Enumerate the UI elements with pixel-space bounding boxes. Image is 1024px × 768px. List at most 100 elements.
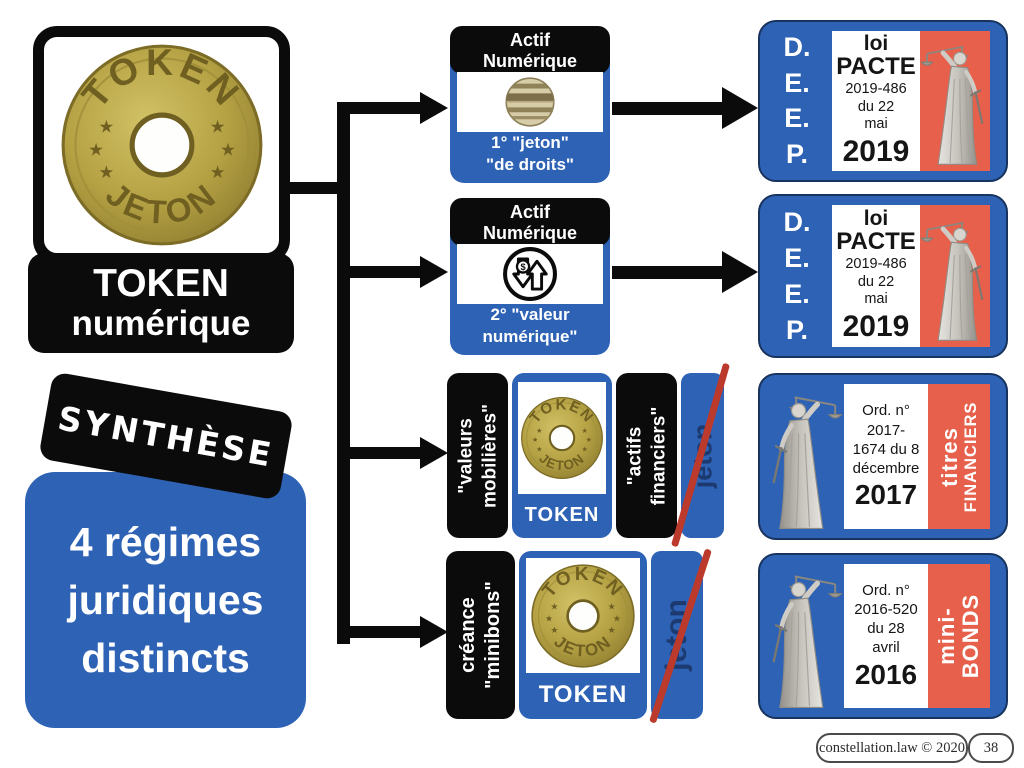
token-coin-image (530, 563, 636, 669)
law-line: Ord. n° (862, 402, 910, 420)
arrowhead-branch-3 (420, 437, 448, 469)
token-title-box: TOKEN numérique (28, 253, 294, 353)
ordonnance-panel-4: Ord. n° 2016-520 du 28 avril 2016 (844, 564, 928, 708)
actif-numerique-box-1: Actif Numérique 1° "jeton" "de droits" (450, 26, 610, 183)
valeur-numerique-label: 2° "valeur numérique" (450, 300, 610, 355)
ordonnance-panel-3: Ord. n° 2017- 1674 du 8 décembre 2017 (844, 384, 928, 529)
deep-letter: D. (783, 32, 811, 63)
vlabel-line: créance (456, 597, 479, 673)
justice-blue-panel-4 (765, 561, 843, 713)
deep-letter: E. (784, 103, 810, 134)
law-year: 2017 (854, 479, 918, 511)
law-line: avril (872, 639, 900, 657)
lady-justice-statue-icon (920, 33, 990, 171)
token-card-4-photo (526, 558, 640, 673)
footer-line: "de droits" (486, 155, 574, 175)
law-line: 2019-486 (845, 255, 907, 272)
justice-blue-panel-3 (765, 381, 843, 534)
deep-acronym: D. E. E. P. (760, 196, 834, 356)
vlabel-line: "minibons" (481, 581, 504, 689)
exchange-panel (457, 244, 603, 304)
law-line: du 22 (857, 98, 895, 115)
coin-edge-panel (457, 72, 603, 132)
token-card-3: TOKEN (512, 373, 612, 538)
coin-edge-icon (503, 75, 557, 129)
regimes-line-2: juridiques (67, 576, 264, 623)
lady-justice-statue-icon (765, 384, 843, 534)
vlabel-line: "actifs (623, 426, 645, 485)
law-line: du 28 (867, 620, 905, 638)
jeton-de-droits-label: 1° "jeton" "de droits" (450, 128, 610, 183)
actif-numerique-header-2: Actif Numérique (450, 198, 610, 246)
currency-exchange-icon (501, 245, 559, 303)
site-credit-pill: constellation.law © 2020 (816, 733, 968, 763)
connector-feeder (288, 182, 346, 194)
header-line: Numérique (482, 51, 578, 72)
title-line-2: numérique (71, 304, 251, 344)
arrowhead-branch-2 (420, 256, 448, 288)
law-line: Ord. n° (862, 581, 910, 599)
token-coin-image (59, 42, 265, 248)
valeurs-mobilieres-label: "valeurs mobilières" (447, 373, 508, 538)
page-number-pill: 38 (968, 733, 1014, 763)
law-line: mai (864, 116, 888, 133)
lady-justice-statue-icon (765, 563, 843, 713)
law-line: 2016-520 (854, 601, 918, 619)
regimes-line-3: distincts (81, 635, 250, 682)
deep-letter: P. (785, 138, 809, 169)
deep-letter: D. (783, 206, 811, 237)
side-label-line: BONDS (958, 593, 983, 679)
title-line-1: TOKEN (93, 262, 229, 306)
titres-financiers-red-panel: titres FINANCIERS (928, 384, 990, 529)
deep-loi-pacte-box-1: D. E. E. P. loi PACTE 2019-486 du 22 mai… (758, 20, 1008, 182)
law-line: loi (863, 31, 889, 55)
law-year: 2016 (854, 658, 918, 690)
mini-bonds-red-panel: mini- BONDS (928, 564, 990, 708)
mini-bonds-box: Ord. n° 2016-520 du 28 avril 2016 mini- … (758, 553, 1008, 719)
connector-branch-4 (345, 626, 422, 638)
vlabel-line: mobilières" (478, 403, 500, 508)
loi-pacte-panel-2: loi PACTE 2019-486 du 22 mai 2019 (832, 205, 920, 347)
side-label-line: mini- (933, 607, 959, 665)
loi-pacte-panel-1: loi PACTE 2019-486 du 22 mai 2019 (832, 31, 920, 171)
law-line: 2019-486 (845, 80, 907, 97)
side-label-line: titres (936, 426, 962, 487)
deep-acronym: D. E. E. P. (760, 22, 834, 180)
deep-letter: E. (784, 278, 810, 309)
arrowhead-to-deep-1 (722, 87, 758, 129)
arrowhead-branch-4 (420, 616, 448, 648)
vlabel-line: "valeurs (454, 417, 476, 494)
header-line: Numérique (482, 223, 578, 244)
four-regimes-box: 4 régimes juridiques distincts (25, 472, 306, 728)
valeurs-mobilieres-text: "valeurs mobilières" (454, 373, 502, 538)
side-label-line: FINANCIERS (962, 401, 981, 512)
law-line: mai (864, 291, 888, 308)
footer-line: 2° "valeur (490, 305, 570, 324)
token-photo-frame (33, 26, 290, 264)
deep-letter: E. (784, 67, 810, 98)
actif-numerique-header-1: Actif Numérique (450, 26, 610, 74)
creance-minibons-text: créance "minibons" (456, 551, 506, 719)
arrowhead-branch-1 (420, 92, 448, 124)
connector-to-deep-2 (612, 266, 724, 279)
footer-line: 1° "jeton" (491, 133, 569, 152)
connector-to-deep-1 (612, 102, 724, 115)
connector-branch-3 (345, 447, 422, 459)
law-line: 1674 du 8 (852, 440, 920, 458)
law-line: PACTE (836, 228, 916, 256)
deep-letter: P. (785, 314, 809, 345)
header-line: Actif (510, 202, 550, 222)
token-card-4-label: TOKEN (538, 681, 628, 708)
law-line: loi (863, 206, 889, 230)
creance-minibons-label: créance "minibons" (446, 551, 515, 719)
token-card-3-photo (518, 382, 606, 494)
justice-red-panel-2 (920, 205, 990, 347)
connector-branch-1 (345, 102, 422, 114)
actif-numerique-box-2: Actif Numérique 2° "valeur numérique" (450, 198, 610, 355)
lady-justice-statue-icon (920, 209, 990, 347)
titres-financiers-box: Ord. n° 2017- 1674 du 8 décembre 2017 ti… (758, 373, 1008, 540)
deep-letter: E. (784, 242, 810, 273)
law-line: PACTE (836, 53, 916, 81)
mini-bonds-text: mini- BONDS (933, 593, 983, 679)
